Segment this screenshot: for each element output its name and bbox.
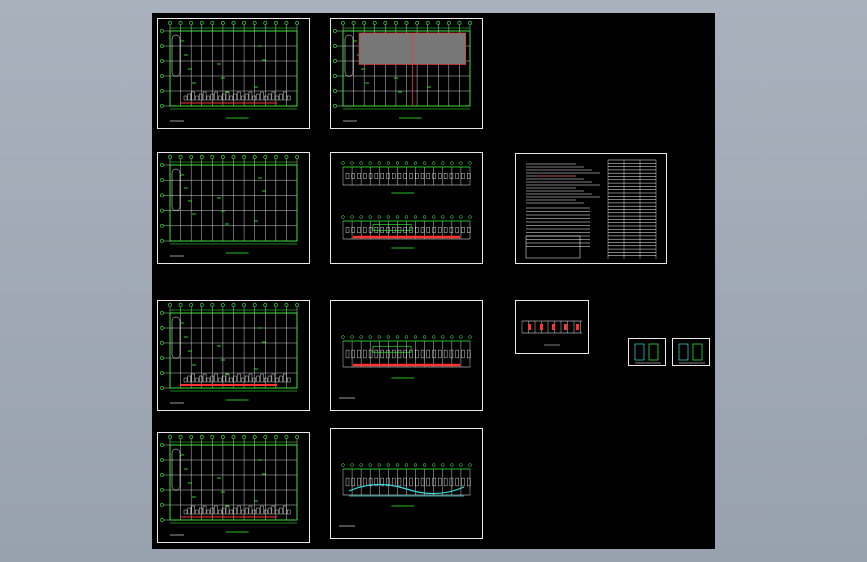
sheet-plan-1[interactable] (157, 18, 310, 129)
sheet-small-elevation[interactable] (515, 300, 589, 354)
sheet-plan-shaded[interactable] (330, 18, 483, 129)
sheet-detail-a[interactable] (628, 338, 666, 366)
sheet-section-1[interactable] (330, 300, 483, 411)
sheet-notes-table[interactable] (515, 153, 667, 264)
sheet-plan-4[interactable] (157, 432, 310, 543)
sheet-section-2[interactable] (330, 428, 483, 539)
sheet-plan-3[interactable] (157, 300, 310, 411)
sheet-elevations[interactable] (330, 152, 483, 264)
sheet-plan-2[interactable] (157, 152, 310, 264)
drawing-canvas[interactable] (152, 13, 715, 549)
sheet-detail-b[interactable] (672, 338, 710, 366)
